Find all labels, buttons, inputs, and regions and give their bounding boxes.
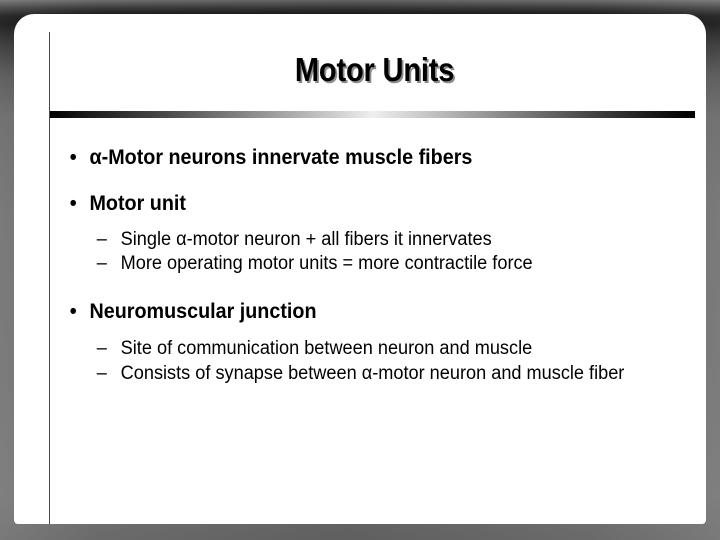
sub-bullet-item-3: – Site of communication between neuron a… — [50, 338, 669, 360]
bullet-item-3-text: Neuromuscular junction — [89, 299, 317, 323]
sub-bullet-item-4: – Consists of synapse between α-motor ne… — [50, 363, 669, 385]
sub-bullet-item-1-text: Single α-motor neuron + all fibers it in… — [120, 229, 492, 251]
spacer — [50, 170, 698, 192]
dash-marker-icon: – — [96, 362, 107, 384]
bullet-item-1-text: α-Motor neurons innervate muscle fibers — [89, 146, 473, 169]
page-title: Motor Units — [295, 51, 455, 88]
bullet-marker-icon: • — [69, 146, 77, 169]
sub-bullet-item-1: – Single α-motor neuron + all fibers it … — [50, 229, 669, 251]
spacer — [50, 276, 698, 300]
dash-marker-icon: – — [96, 338, 107, 360]
bullet-item-2: • Motor unit — [50, 192, 659, 216]
sub-bullet-item-2: – More operating motor units = more cont… — [50, 253, 669, 275]
bullet-item-3: • Neuromuscular junction — [50, 300, 659, 324]
sub-bullet-item-2-text: More operating motor units = more contra… — [120, 253, 533, 275]
slide-content-panel: Motor Units • α-Motor neurons innervate … — [14, 14, 706, 524]
spacer — [50, 323, 698, 338]
spacer — [50, 215, 698, 229]
bullet-marker-icon: • — [69, 299, 77, 323]
title-divider-bar — [50, 111, 695, 118]
dash-marker-icon: – — [96, 229, 107, 251]
dash-marker-icon: – — [96, 253, 107, 275]
bullet-item-2-text: Motor unit — [89, 191, 186, 215]
sub-bullet-item-4-text: Consists of synapse between α-motor neur… — [120, 362, 625, 384]
bullet-item-1: • α-Motor neurons innervate muscle fiber… — [50, 146, 659, 170]
left-vertical-rule — [49, 32, 50, 524]
sub-bullet-item-3-text: Site of communication between neuron and… — [120, 338, 533, 360]
bullet-marker-icon: • — [69, 191, 77, 215]
slide-title-area: Motor Units — [50, 32, 700, 108]
slide-body: • α-Motor neurons innervate muscle fiber… — [50, 146, 698, 385]
